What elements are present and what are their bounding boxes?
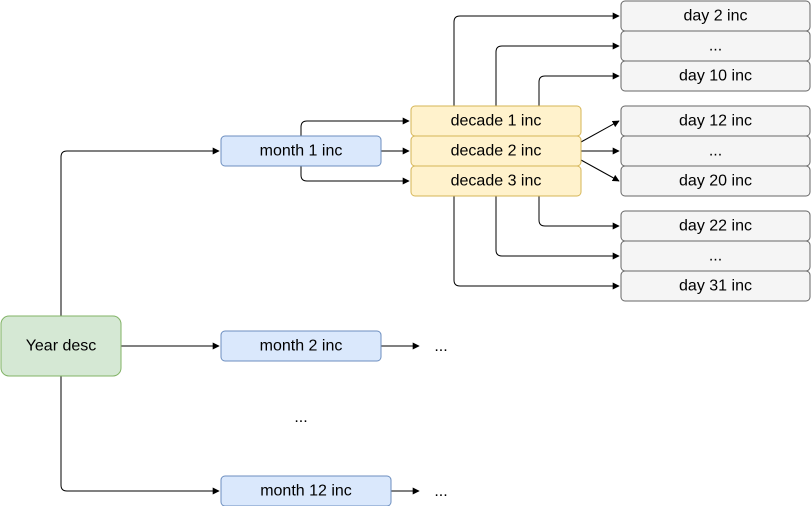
day-12-node-label: day 12 inc [679, 113, 752, 130]
day-20-node: day 20 inc [620, 165, 811, 197]
day-31-node-box [620, 270, 811, 302]
day-ellipsis-a-node: ... [620, 30, 811, 62]
day-2-node-label: day 2 inc [683, 8, 747, 25]
month2-continuation-label: ... [434, 338, 447, 355]
day-2-node: day 2 inc [620, 0, 811, 32]
edge-month1-decade3 [300, 166, 410, 185]
day-ellipsis-a-node-label: ... [709, 38, 722, 55]
day-10-node-label: day 10 inc [679, 68, 752, 85]
day-20-node-label: day 20 inc [679, 173, 752, 190]
month-2-node-box [220, 330, 382, 362]
edge-decade2-day20 [580, 159, 620, 182]
day-10-node-box [620, 60, 811, 92]
month-2-node: month 2 inc [220, 330, 382, 362]
day-ellipsis-c-node-label: ... [709, 248, 722, 265]
decade-1-node-label: decade 1 inc [451, 113, 542, 130]
month-1-node: month 1 inc [220, 135, 382, 167]
day-31-node: day 31 inc [620, 270, 811, 302]
day-ellipsis-c-node: ... [620, 240, 811, 272]
year-node: Year desc [0, 315, 122, 377]
year-node-box [0, 315, 122, 377]
edge-month1-decade1 [300, 117, 410, 136]
month-1-node-label: month 1 inc [260, 143, 343, 160]
decade-3-node-label: decade 3 inc [451, 173, 542, 190]
edge-year-month1 [60, 147, 220, 316]
day-10-node: day 10 inc [620, 60, 811, 92]
day-31-node-label: day 31 inc [679, 278, 752, 295]
month-12-node: month 12 inc [220, 475, 392, 506]
edge-decade1-day2 [453, 12, 620, 106]
edge-decade1-day10 [538, 72, 620, 106]
edge-decade3-day22 [538, 196, 620, 230]
day-ellipsis-b-node: ... [620, 135, 811, 167]
month-2-node-label: month 2 inc [260, 338, 343, 355]
decade-2-node-label: decade 2 inc [451, 143, 542, 160]
day-12-node: day 12 inc [620, 105, 811, 137]
edge-decade2-day12 [580, 120, 620, 143]
edge-year-month12 [60, 376, 220, 495]
edges [60, 12, 620, 495]
decade-3-node: decade 3 inc [410, 165, 582, 197]
decade-3-node-box [410, 165, 582, 197]
month-1-node-box [220, 135, 382, 167]
month-12-node-box [220, 475, 392, 506]
month12-continuation-label: ... [434, 483, 447, 500]
day-ellipsis-b-node-label: ... [709, 143, 722, 160]
edge-decade3-day31 [453, 196, 620, 290]
months-gap-label: ... [294, 409, 307, 426]
decade-1-node: decade 1 inc [410, 105, 582, 137]
day-22-node-label: day 22 inc [679, 218, 752, 235]
decade-2-node: decade 2 inc [410, 135, 582, 167]
edge-decade1-dayA [495, 42, 620, 106]
month-12-node-label: month 12 inc [260, 483, 352, 500]
day-20-node-box [620, 165, 811, 197]
day-22-node: day 22 inc [620, 210, 811, 242]
edge-decade3-dayC [495, 196, 620, 260]
year-node-label: Year desc [26, 338, 97, 355]
